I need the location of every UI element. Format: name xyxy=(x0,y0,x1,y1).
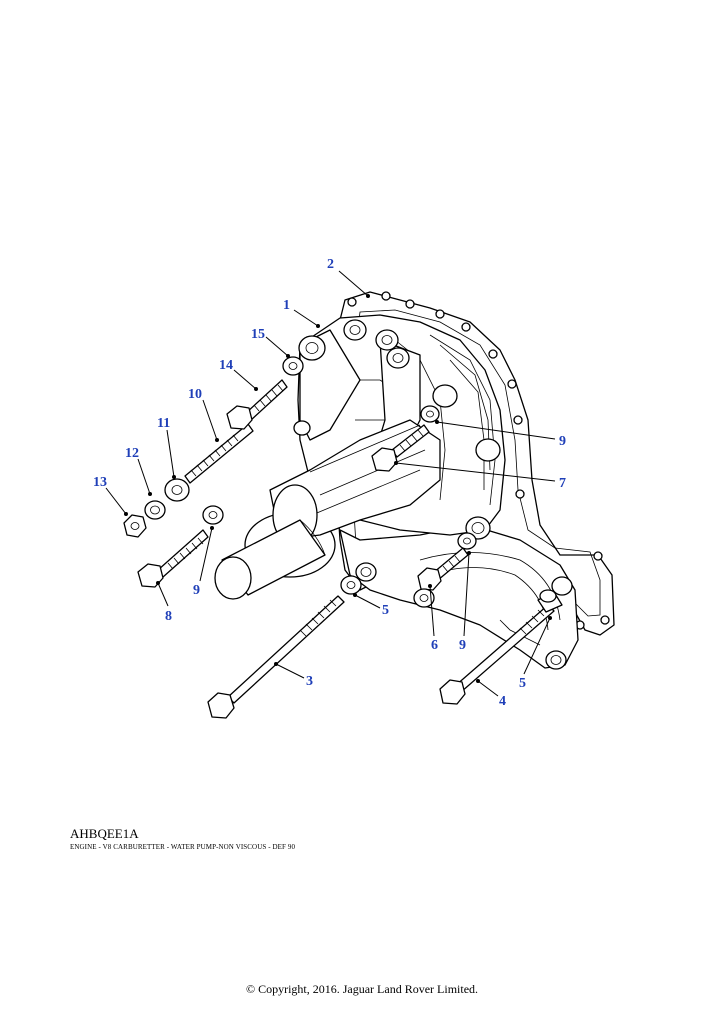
callout-5-right: 5 xyxy=(519,676,526,691)
washer-part-9-middle xyxy=(457,532,477,550)
callout-4: 4 xyxy=(499,694,506,709)
callout-11: 11 xyxy=(157,416,170,431)
illustration-reference-code: AHBQEE1A xyxy=(70,826,139,841)
washer-part-5-left xyxy=(340,575,362,595)
callout-10: 10 xyxy=(188,387,202,402)
callout-9-upper: 9 xyxy=(559,434,566,449)
callout-14: 14 xyxy=(219,358,233,373)
bolt-part-14 xyxy=(226,379,288,430)
bolt-part-7 xyxy=(371,424,430,472)
callout-15: 15 xyxy=(251,327,265,342)
washer-part-9-upper xyxy=(420,405,440,423)
bolt-part-4 xyxy=(439,604,555,705)
bolt-part-8 xyxy=(137,529,209,588)
callout-2: 2 xyxy=(327,257,334,272)
stud-part-10 xyxy=(184,423,254,484)
washer-part-15 xyxy=(282,356,304,376)
callout-13: 13 xyxy=(93,475,107,490)
copyright-notice: © Copyright, 2016. Jaguar Land Rover Lim… xyxy=(245,982,479,996)
callout-8: 8 xyxy=(165,609,172,624)
callout-9-lower: 9 xyxy=(459,638,466,653)
washer-part-9-left xyxy=(202,505,224,525)
spring-washer-part-12 xyxy=(144,500,166,520)
callout-5-left: 5 xyxy=(382,603,389,618)
callout-1: 1 xyxy=(283,298,290,313)
illustration-description: ENGINE - V8 CARBURETTER - WATER PUMP-NON… xyxy=(70,843,296,851)
callout-6: 6 xyxy=(431,638,438,653)
callout-3: 3 xyxy=(306,674,313,689)
washer-part-11 xyxy=(164,478,190,502)
bolt-part-3 xyxy=(207,595,345,719)
spacer-part-5-right xyxy=(537,589,563,613)
callout-12: 12 xyxy=(125,446,139,461)
bolt-part-6 xyxy=(413,547,469,608)
leader-lines xyxy=(105,270,556,697)
callouts: 2 1 15 14 10 11 12 13 9 7 9 8 5 6 9 3 5 … xyxy=(93,257,566,709)
callout-7: 7 xyxy=(559,476,566,491)
callout-9-left: 9 xyxy=(193,583,200,598)
nut-part-13 xyxy=(123,514,147,538)
